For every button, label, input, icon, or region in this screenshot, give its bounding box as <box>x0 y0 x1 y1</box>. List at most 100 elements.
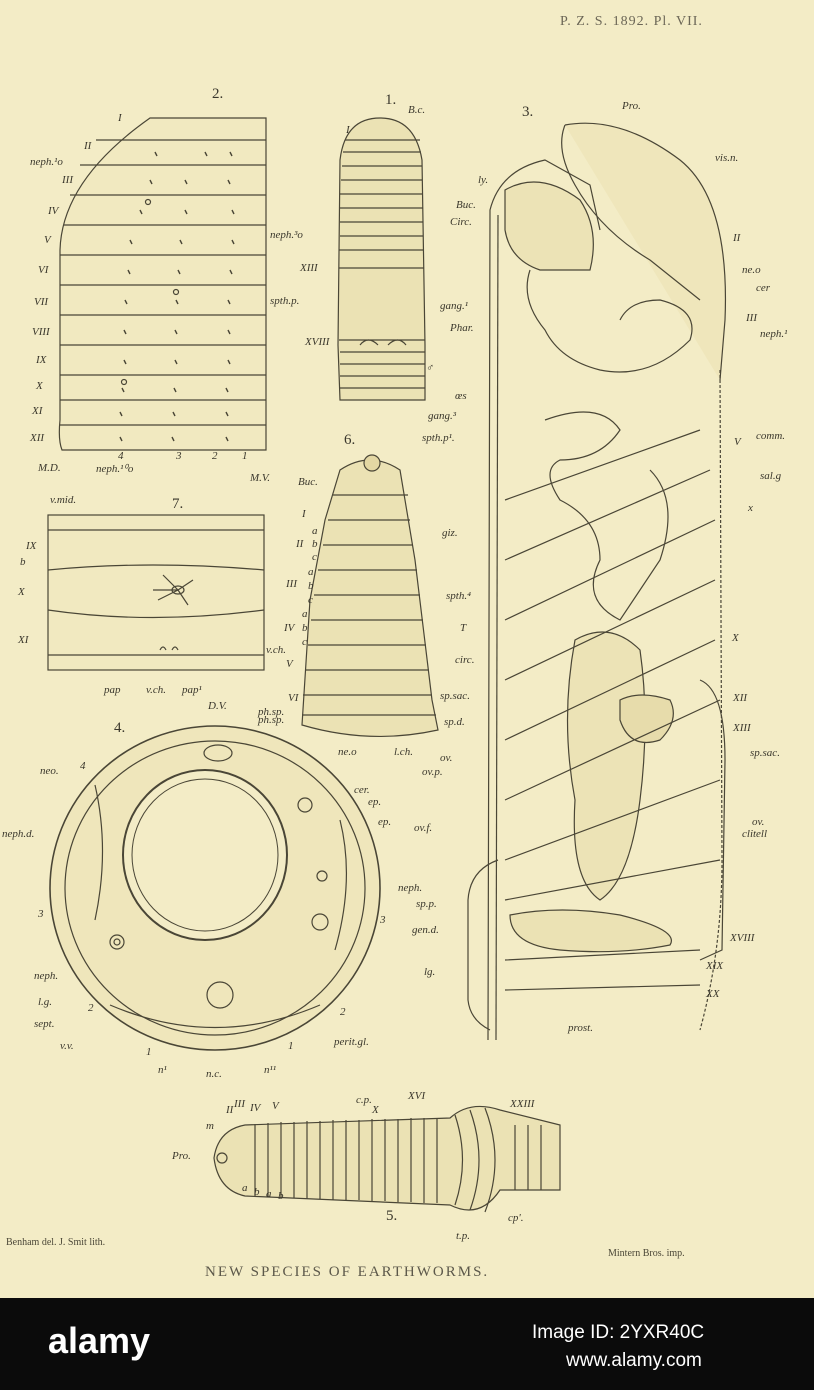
fig5-label: Pro. <box>172 1150 191 1162</box>
fig5-label: X <box>372 1104 379 1116</box>
plate-caption: NEW SPECIES OF EARTHWORMS. <box>205 1264 490 1280</box>
fig3-label: ov. <box>752 816 765 828</box>
fig3-label: ov.p. <box>422 766 443 778</box>
fig4-label: v.v. <box>60 1040 74 1052</box>
fig3-label: ne.o <box>742 264 761 276</box>
fig7-label: pap <box>104 684 121 696</box>
fig3-label: prost. <box>568 1022 593 1034</box>
fig5-label: a <box>266 1188 272 1200</box>
fig6-label: ph.sp. <box>258 706 285 718</box>
fig3-label: Buc. <box>456 199 476 211</box>
fig2-segment-label: IV <box>48 205 59 217</box>
fig2-segment-label: VI <box>38 264 49 276</box>
fig7-label: v.mid. <box>50 494 77 506</box>
fig4-label: n¹ <box>158 1064 167 1076</box>
fig3-label: T <box>460 622 467 634</box>
fig2-label: M.V. <box>250 472 270 484</box>
fig2-segment-label: V <box>44 234 51 246</box>
fig1-label: XIII <box>300 262 318 274</box>
fig3-segment-label: II <box>733 232 741 244</box>
fig3-segment-label: X <box>732 632 739 644</box>
fig2-label: spth.p. <box>270 295 300 307</box>
fig4-label: D.V. <box>208 700 227 712</box>
fig3-label: sal.g <box>760 470 782 482</box>
fig4-label: n.c. <box>206 1068 222 1080</box>
fig3-label: ly. <box>478 174 489 186</box>
fig2-segment-label: I <box>118 112 122 124</box>
figure-number-6: 6. <box>344 432 356 448</box>
fig3-segment-label: III <box>746 312 757 324</box>
fig3-label: gang.³ <box>428 410 457 422</box>
fig4-label: ep. <box>368 796 382 808</box>
fig3-label: sp.sac. <box>750 747 780 759</box>
figure-number-1: 1. <box>385 92 397 108</box>
fig6-label: III <box>286 578 297 590</box>
fig6-label: c <box>312 551 317 563</box>
fig2-segment-label: III <box>62 174 73 186</box>
fig5-label: b <box>254 1186 260 1198</box>
fig2-segment-label: II <box>84 140 92 152</box>
fig3-segment-label: XII <box>733 692 748 704</box>
figure-4-drawing <box>49 725 381 1051</box>
fig6-label: ne.o <box>338 746 357 758</box>
figure-number-7: 7. <box>172 496 184 512</box>
fig3-label: neph.¹ <box>760 328 788 340</box>
fig4-label: 3 <box>38 908 44 920</box>
watermark-bar: alamy Image ID: 2YXR40C www.alamy.com <box>0 1298 814 1390</box>
fig6-label: l.ch. <box>394 746 413 758</box>
fig6-label: a <box>302 608 308 620</box>
plate-reference: P. Z. S. 1892. Pl. VII. <box>560 14 703 29</box>
fig3-label: cer <box>756 282 771 294</box>
fig5-label: a <box>242 1182 248 1194</box>
alamy-logo: alamy <box>48 1320 151 1361</box>
fig7-label: pap¹ <box>182 684 202 696</box>
fig5-label: V <box>272 1100 279 1112</box>
fig5-label: b <box>278 1190 284 1202</box>
credit-artist: Benham del. J. Smit lith. <box>6 1237 106 1248</box>
fig7-label: XI <box>18 634 29 646</box>
fig2-label: M.D. <box>38 462 61 474</box>
fig5-label: cp'. <box>508 1212 524 1224</box>
fig4-label: neph. <box>398 882 423 894</box>
fig7-label: v.ch. <box>146 684 166 696</box>
fig6-label: a <box>312 525 318 537</box>
fig4-label: perit.gl. <box>334 1036 369 1048</box>
fig6-label: Buc. <box>298 476 318 488</box>
fig4-label: neo. <box>40 765 59 777</box>
fig6-label: v.ch. <box>266 644 286 656</box>
fig3-label: sp.sac. <box>440 690 470 702</box>
fig3-label: ov. <box>440 752 453 764</box>
figure-number-5: 5. <box>386 1208 398 1224</box>
figure-5-drawing <box>213 1105 561 1213</box>
fig6-label: b <box>308 580 314 592</box>
fig6-label: V <box>286 658 293 670</box>
figure-3-drawing <box>467 122 727 1041</box>
figure-number-3: 3. <box>522 104 534 120</box>
fig3-label: circ. <box>455 654 475 666</box>
fig2-label: 3 <box>176 450 182 462</box>
fig7-label: IX <box>26 540 37 552</box>
fig3-label: gen.d. <box>412 924 439 936</box>
fig7-label: b <box>20 556 26 568</box>
fig3-label: sp.d. <box>444 716 465 728</box>
credit-printer: Mintern Bros. imp. <box>608 1248 685 1259</box>
fig4-label: 4 <box>80 760 86 772</box>
fig3-label: lg. <box>424 966 436 978</box>
fig5-label: II <box>226 1104 234 1116</box>
fig1-label: ♂ <box>426 362 435 374</box>
fig4-label: cer. <box>354 784 370 796</box>
fig6-label: IV <box>284 622 295 634</box>
fig4-label: 2 <box>340 1006 346 1018</box>
fig3-label: Circ. <box>450 216 472 228</box>
fig7-label: X <box>18 586 25 598</box>
fig3-label: XVIII <box>730 932 755 944</box>
figure-1-drawing <box>337 117 426 401</box>
fig2-segment-label: XII <box>30 432 45 444</box>
figure-number-4: 4. <box>114 720 126 736</box>
fig3-label: XIX <box>706 960 724 972</box>
fig3-label: comm. <box>756 430 786 442</box>
fig6-label: c <box>302 636 307 648</box>
watermark-site: www.alamy.com <box>566 1350 702 1371</box>
fig3-label: giz. <box>442 527 458 539</box>
fig3-segment-label: V <box>734 436 741 448</box>
